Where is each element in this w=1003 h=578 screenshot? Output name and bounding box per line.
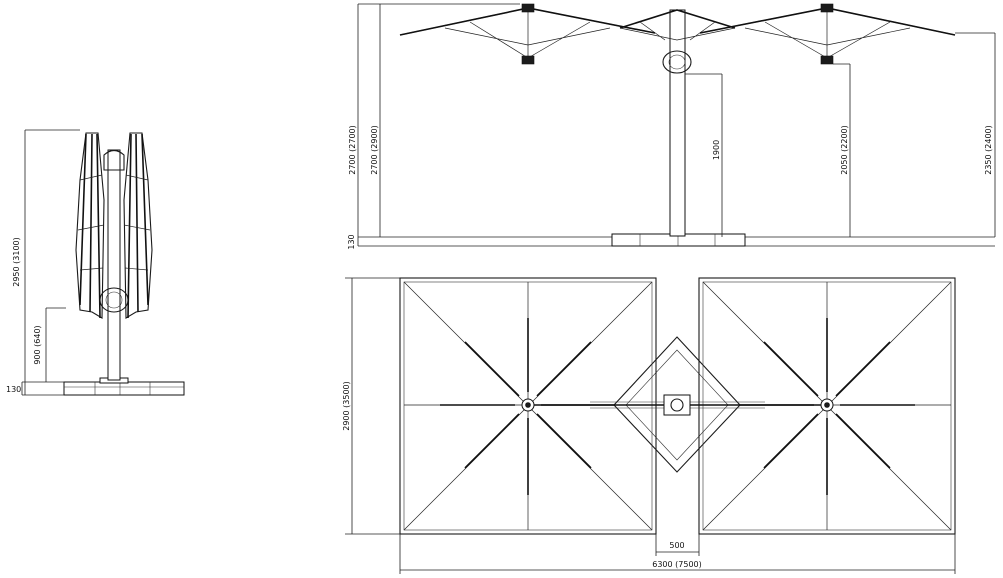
- plan-base-diamond: [613, 336, 741, 473]
- closed-base: [63, 381, 185, 396]
- closed-canopy-left: [75, 132, 105, 319]
- closed-pole: [107, 149, 121, 381]
- plan-view: 2900 (3500) 500 6300 (7500): [342, 277, 956, 574]
- plan-pole-head: [663, 394, 691, 416]
- plan-canopy-left: [399, 277, 657, 535]
- side-base-label: 130: [347, 234, 356, 249]
- side-pole: [669, 9, 686, 237]
- plan-width-label: 6300 (7500): [652, 560, 702, 569]
- side-elevation-view: 2700 (2700) 2700 (2900) 130 1900 2050 (2…: [347, 3, 996, 250]
- side-edge-height-right: 2350 (2400): [984, 125, 993, 175]
- closed-height-label: 2950 (3100): [12, 237, 21, 287]
- closed-canopy-right: [123, 132, 153, 319]
- plan-gap-label: 500: [669, 541, 684, 550]
- side-edge-height-mid: 2050 (2200): [840, 125, 849, 175]
- closed-base-label: 130: [6, 385, 21, 394]
- plan-depth-label: 2900 (3500): [342, 381, 351, 431]
- side-total-height-a: 2700 (2700): [348, 125, 357, 175]
- side-crank: [662, 50, 692, 74]
- side-pole-height: 1900: [712, 140, 721, 160]
- closed-umbrella-view: 2950 (3100) 900 (640) 130: [6, 129, 185, 396]
- side-base: [611, 233, 746, 247]
- closed-crank-height-label: 900 (640): [33, 325, 42, 364]
- plan-canopy-right: [698, 277, 956, 535]
- side-total-height-b: 2700 (2900): [370, 125, 379, 175]
